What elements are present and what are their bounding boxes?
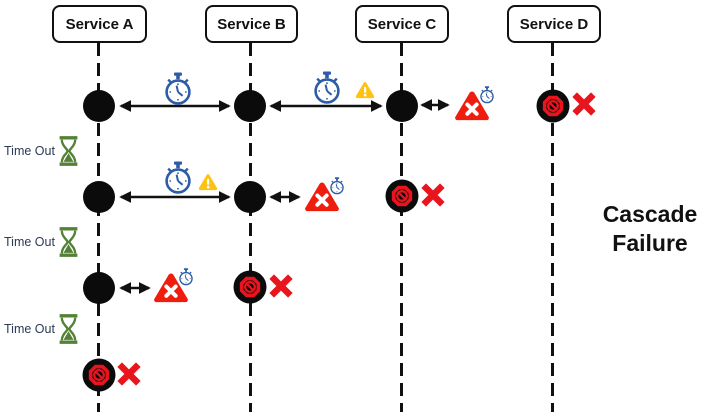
service-d-label: Service D [519,15,589,33]
message-node-a2 [83,181,115,213]
service-box-a: Service A [52,5,147,43]
stopwatch-badge-icon [479,86,495,104]
stopwatch-icon-row1-bc [312,71,342,105]
service-box-b: Service B [205,5,298,43]
message-node-a1 [83,90,115,122]
message-node-a3 [83,272,115,304]
stopwatch-badge-icon [329,177,345,195]
hourglass-icon-3 [57,311,80,347]
failure-triangle-icon-a [153,272,189,304]
service-a-label: Service A [65,15,134,33]
failed-node-service-b [233,270,267,304]
message-node-c1 [386,90,418,122]
hourglass-icon-1 [57,133,80,169]
warning-icon-row2 [198,173,218,191]
service-c-label: Service C [367,15,437,33]
service-box-c: Service C [355,5,449,43]
fail-x-icon-d [571,91,597,117]
fail-x-icon-b [268,273,294,299]
failed-node-service-a [82,358,116,392]
service-b-label: Service B [217,15,286,33]
failure-triangle-icon-b [304,181,340,213]
message-node-b1 [234,90,266,122]
timeout-label-1: Time Out [4,144,55,158]
hourglass-icon-2 [57,224,80,260]
fail-x-icon-a [116,361,142,387]
message-node-b2 [234,181,266,213]
failure-triangle-icon-c [454,90,490,122]
lifeline-service-d [551,43,554,412]
lifeline-service-b [249,43,252,412]
lifeline-service-c [400,43,403,412]
cascade-failure-caption: Cascade Failure [602,201,698,256]
fail-x-icon-c [420,182,446,208]
service-box-d: Service D [507,5,601,43]
timeout-label-3: Time Out [4,322,55,336]
timeout-label-2: Time Out [4,235,55,249]
lifeline-service-a [97,43,100,412]
warning-icon-row1 [355,81,375,99]
stopwatch-badge-icon [178,268,194,286]
failed-node-service-d [536,89,570,123]
failed-node-service-c [385,179,419,213]
stopwatch-icon-row2-ab [163,161,193,195]
stopwatch-icon-row1-ab [163,72,193,106]
